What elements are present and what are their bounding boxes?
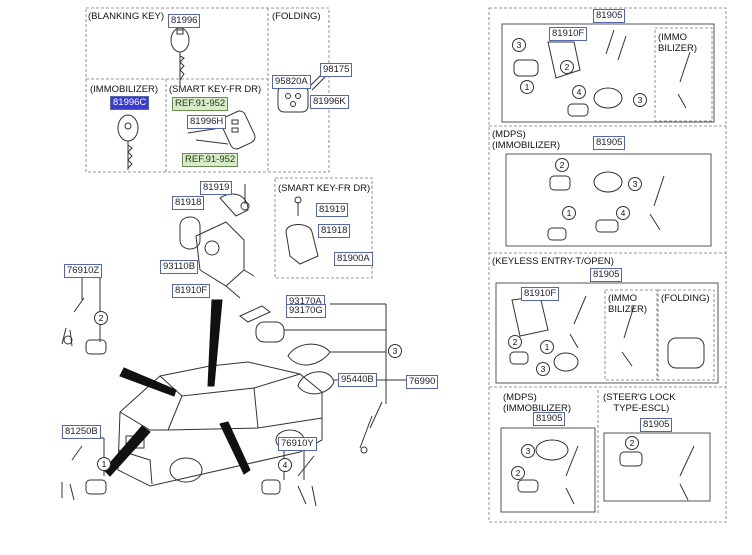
part-label-81905-top[interactable]: 81905 bbox=[593, 9, 626, 23]
part-label-93170g[interactable]: 93170G bbox=[286, 304, 326, 318]
section-smart-key: (SMART KEY-FR DR) bbox=[169, 84, 262, 95]
part-label-81905-escl[interactable]: 81905 bbox=[640, 418, 673, 432]
callout-2-r1b: 2 bbox=[560, 60, 574, 74]
callout-2-k: 2 bbox=[508, 335, 522, 349]
section-mdps-immobilizer-2: (MDPS) (IMMOBILIZER) bbox=[503, 392, 572, 414]
immobilizer-key-drawing bbox=[117, 114, 139, 170]
callout-2-n: 2 bbox=[511, 466, 525, 480]
part-label-93110b[interactable]: 93110B bbox=[160, 260, 199, 274]
car-outline bbox=[117, 361, 323, 487]
part-label-81905-keyless[interactable]: 81905 bbox=[590, 268, 623, 282]
section-mdps-immobilizer-1: (MDPS) (IMMOBILIZER) bbox=[492, 129, 561, 151]
section-keyless-entry: (KEYLESS ENTRY-T/OPEN) bbox=[492, 256, 614, 267]
callout-4-r1: 4 bbox=[572, 85, 586, 99]
part-label-81910f-keyless[interactable]: 81910F bbox=[521, 287, 560, 301]
callout-2-left: 2 bbox=[94, 311, 108, 325]
part-label-81996h[interactable]: 81996H bbox=[187, 115, 227, 129]
part-label-81905-mdps-2[interactable]: 81905 bbox=[533, 412, 566, 426]
section-steering-lock: (STEER'G LOCK TYPE-ESCL) bbox=[603, 392, 676, 414]
right-panel-parts bbox=[509, 29, 705, 505]
callout-1-r1: 1 bbox=[520, 80, 534, 94]
part-label-81910f-top[interactable]: 81910F bbox=[549, 27, 588, 41]
ref-label-91-952-bottom[interactable]: REF.91-952 bbox=[182, 153, 239, 167]
section-smart-key-2: (SMART KEY-FR DR) bbox=[278, 183, 371, 194]
callout-3-m: 3 bbox=[628, 177, 642, 191]
blank-key-drawing bbox=[170, 27, 190, 86]
part-label-81918-smart[interactable]: 81918 bbox=[318, 224, 351, 238]
callout-3-r1: 3 bbox=[633, 93, 647, 107]
section-immobilizer: (IMMOBILIZER) bbox=[90, 84, 159, 95]
dashed-frames bbox=[85, 7, 727, 523]
part-label-81919-smart[interactable]: 81919 bbox=[316, 203, 349, 217]
callout-2-r1: 3 bbox=[512, 38, 526, 52]
section-folding-2: (FOLDING) bbox=[661, 293, 710, 304]
part-label-81996c[interactable]: 81996C bbox=[110, 96, 150, 110]
part-label-76910y[interactable]: 76910Y bbox=[278, 437, 317, 451]
callout-3-center: 3 bbox=[388, 344, 402, 358]
part-label-81996k[interactable]: 81996K bbox=[310, 95, 349, 109]
callout-2-m: 2 bbox=[555, 158, 569, 172]
section-immobilizer-right-1: (IMMO BILIZER) bbox=[658, 32, 698, 54]
part-label-95820a[interactable]: 95820A bbox=[272, 75, 311, 89]
part-label-81910f[interactable]: 81910F bbox=[172, 284, 211, 298]
callout-4-m: 4 bbox=[616, 206, 630, 220]
part-label-81996[interactable]: 81996 bbox=[168, 14, 201, 28]
part-label-98175[interactable]: 98175 bbox=[320, 63, 353, 77]
part-label-81905-mdps[interactable]: 81905 bbox=[593, 136, 626, 150]
smart-key-cover-drawing bbox=[285, 196, 319, 265]
section-immobilizer-right-2: (IMMO BILIZER) bbox=[608, 293, 648, 315]
callout-1-k: 1 bbox=[540, 340, 554, 354]
callout-4-bottom: 4 bbox=[278, 458, 292, 472]
section-folding: (FOLDING) bbox=[272, 11, 321, 22]
solid-frames bbox=[495, 23, 719, 513]
small-keys bbox=[61, 297, 317, 507]
callout-1-m: 1 bbox=[562, 206, 576, 220]
callout-3-n: 3 bbox=[521, 444, 535, 458]
part-label-81900a[interactable]: 81900A bbox=[334, 252, 373, 266]
part-label-76910z[interactable]: 76910Z bbox=[64, 264, 103, 278]
ref-label-91-952-top[interactable]: REF.91-952 bbox=[172, 97, 229, 111]
part-label-81918[interactable]: 81918 bbox=[172, 196, 205, 210]
part-label-95440b[interactable]: 95440B bbox=[338, 373, 377, 387]
part-label-76990[interactable]: 76990 bbox=[406, 375, 439, 389]
pointer-arrows bbox=[103, 299, 251, 477]
callout-2-s: 2 bbox=[625, 436, 639, 450]
section-blanking-key: (BLANKING KEY) bbox=[88, 11, 165, 22]
part-label-81250b[interactable]: 81250B bbox=[62, 425, 101, 439]
ignition-lock-assembly bbox=[179, 184, 255, 299]
callout-1-left: 1 bbox=[97, 457, 111, 471]
part-label-81919[interactable]: 81919 bbox=[200, 181, 233, 195]
callout-3-k: 3 bbox=[536, 362, 550, 376]
